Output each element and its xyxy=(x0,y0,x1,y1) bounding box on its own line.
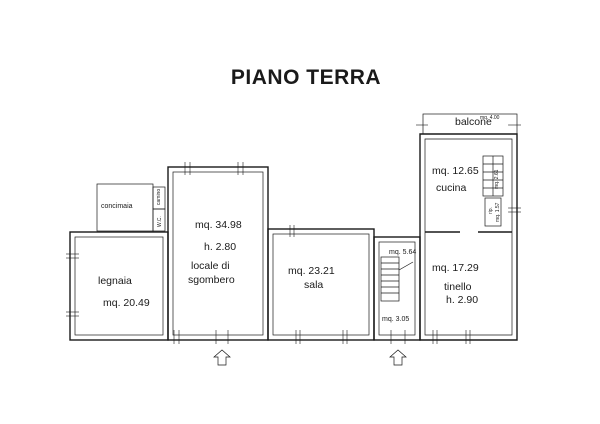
entrance-arrow-left-icon xyxy=(213,349,231,366)
right-block-inner-wall xyxy=(424,138,513,336)
ripostiglio-label: rip. xyxy=(488,207,494,214)
locale-label-line1: locale di xyxy=(191,260,230,272)
locale-label-line2: sgombero xyxy=(188,274,235,286)
entrance-arrows xyxy=(213,349,407,366)
sala-area: mq. 23.21 xyxy=(288,265,335,277)
legnaia-area: mq. 20.49 xyxy=(103,297,150,309)
cucina-area: mq. 12.65 xyxy=(432,165,479,177)
walls xyxy=(69,113,518,341)
locale-inner-wall xyxy=(172,171,264,336)
sala-inner-wall xyxy=(272,233,370,336)
concimaia-label: concimaia xyxy=(101,203,133,210)
windows xyxy=(66,124,521,344)
stair-right-area: mq. 2.61 xyxy=(494,169,500,189)
sala-label: sala xyxy=(304,279,323,291)
wc-outline xyxy=(152,208,166,232)
tinello-area: mq. 17.29 xyxy=(432,262,479,274)
stair-landing-area: mq. 5.64 xyxy=(389,249,416,256)
entrance-arrow-right-icon xyxy=(389,349,407,366)
wc-label: W.C. xyxy=(157,216,163,227)
ripostiglio-area: mq. 1.57 xyxy=(495,202,501,222)
tinello-height: h. 2.90 xyxy=(446,294,478,306)
room-labels: balcone mq. 4.00 mq. 12.65 cucina concim… xyxy=(98,115,501,323)
ripostiglio-box xyxy=(484,197,502,227)
locale-area: mq. 34.98 xyxy=(195,219,242,231)
locale-height: h. 2.80 xyxy=(204,241,236,253)
plan-title: PIANO TERRA xyxy=(231,66,381,89)
tinello-label: tinello xyxy=(444,281,472,293)
locale-wall xyxy=(167,166,269,341)
legnaia-inner-wall xyxy=(74,236,164,336)
camino-label: camino xyxy=(156,189,162,205)
right-block-wall xyxy=(419,133,518,341)
entrance-inner-wall xyxy=(378,241,416,336)
balcone-area: mq. 4.00 xyxy=(480,115,500,121)
entrance-area: mq. 3.05 xyxy=(382,316,409,323)
central-stair xyxy=(380,256,400,302)
legnaia-label: legnaia xyxy=(98,275,132,287)
balcone-label: balcone xyxy=(455,116,492,128)
cucina-label: cucina xyxy=(436,182,467,194)
